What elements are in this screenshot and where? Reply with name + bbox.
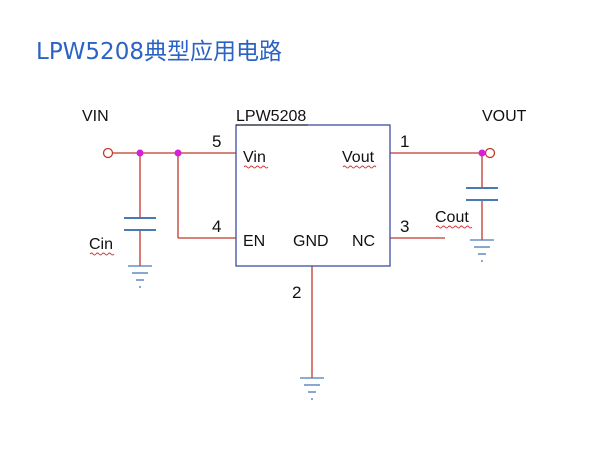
cout-ground-icon [470,239,494,262]
cin-capacitor-icon [124,217,156,231]
pin-number-en: 4 [212,217,221,236]
wires [113,152,483,378]
cin-ground-icon [128,265,152,288]
pin-number-vout: 1 [400,132,409,151]
cout-capacitor-icon [466,187,498,201]
pin-label-gnd: GND [293,233,329,250]
junction-dot [478,149,486,157]
junction-dot [174,149,182,157]
vout-terminal-icon [484,147,496,159]
chip-name: LPW5208 [236,108,306,125]
junctions [136,149,486,157]
vin-terminal-label: VIN [82,108,109,125]
pin-label-en: EN [243,233,265,250]
diagram-title: LPW5208典型应用电路 [36,39,282,65]
pin-number-nc: 3 [400,217,409,236]
vout-terminal-label: VOUT [482,108,527,125]
pin-number-vin: 5 [212,132,221,151]
chip-body [235,124,391,267]
squiggle [243,165,269,169]
cout-label: Cout [435,209,469,226]
junction-dot [136,149,144,157]
vin-terminal-icon [102,147,114,159]
pin-label-vin: Vin [243,149,266,166]
chip-ground-icon [300,377,324,400]
cin-label: Cin [89,236,113,253]
pin-label-nc: NC [352,233,375,250]
squiggle [342,165,377,169]
pin-number-gnd: 2 [292,283,301,302]
squiggle [89,252,115,256]
label-squiggles [89,165,473,256]
squiggle [435,225,473,229]
pin-label-vout: Vout [342,149,375,166]
